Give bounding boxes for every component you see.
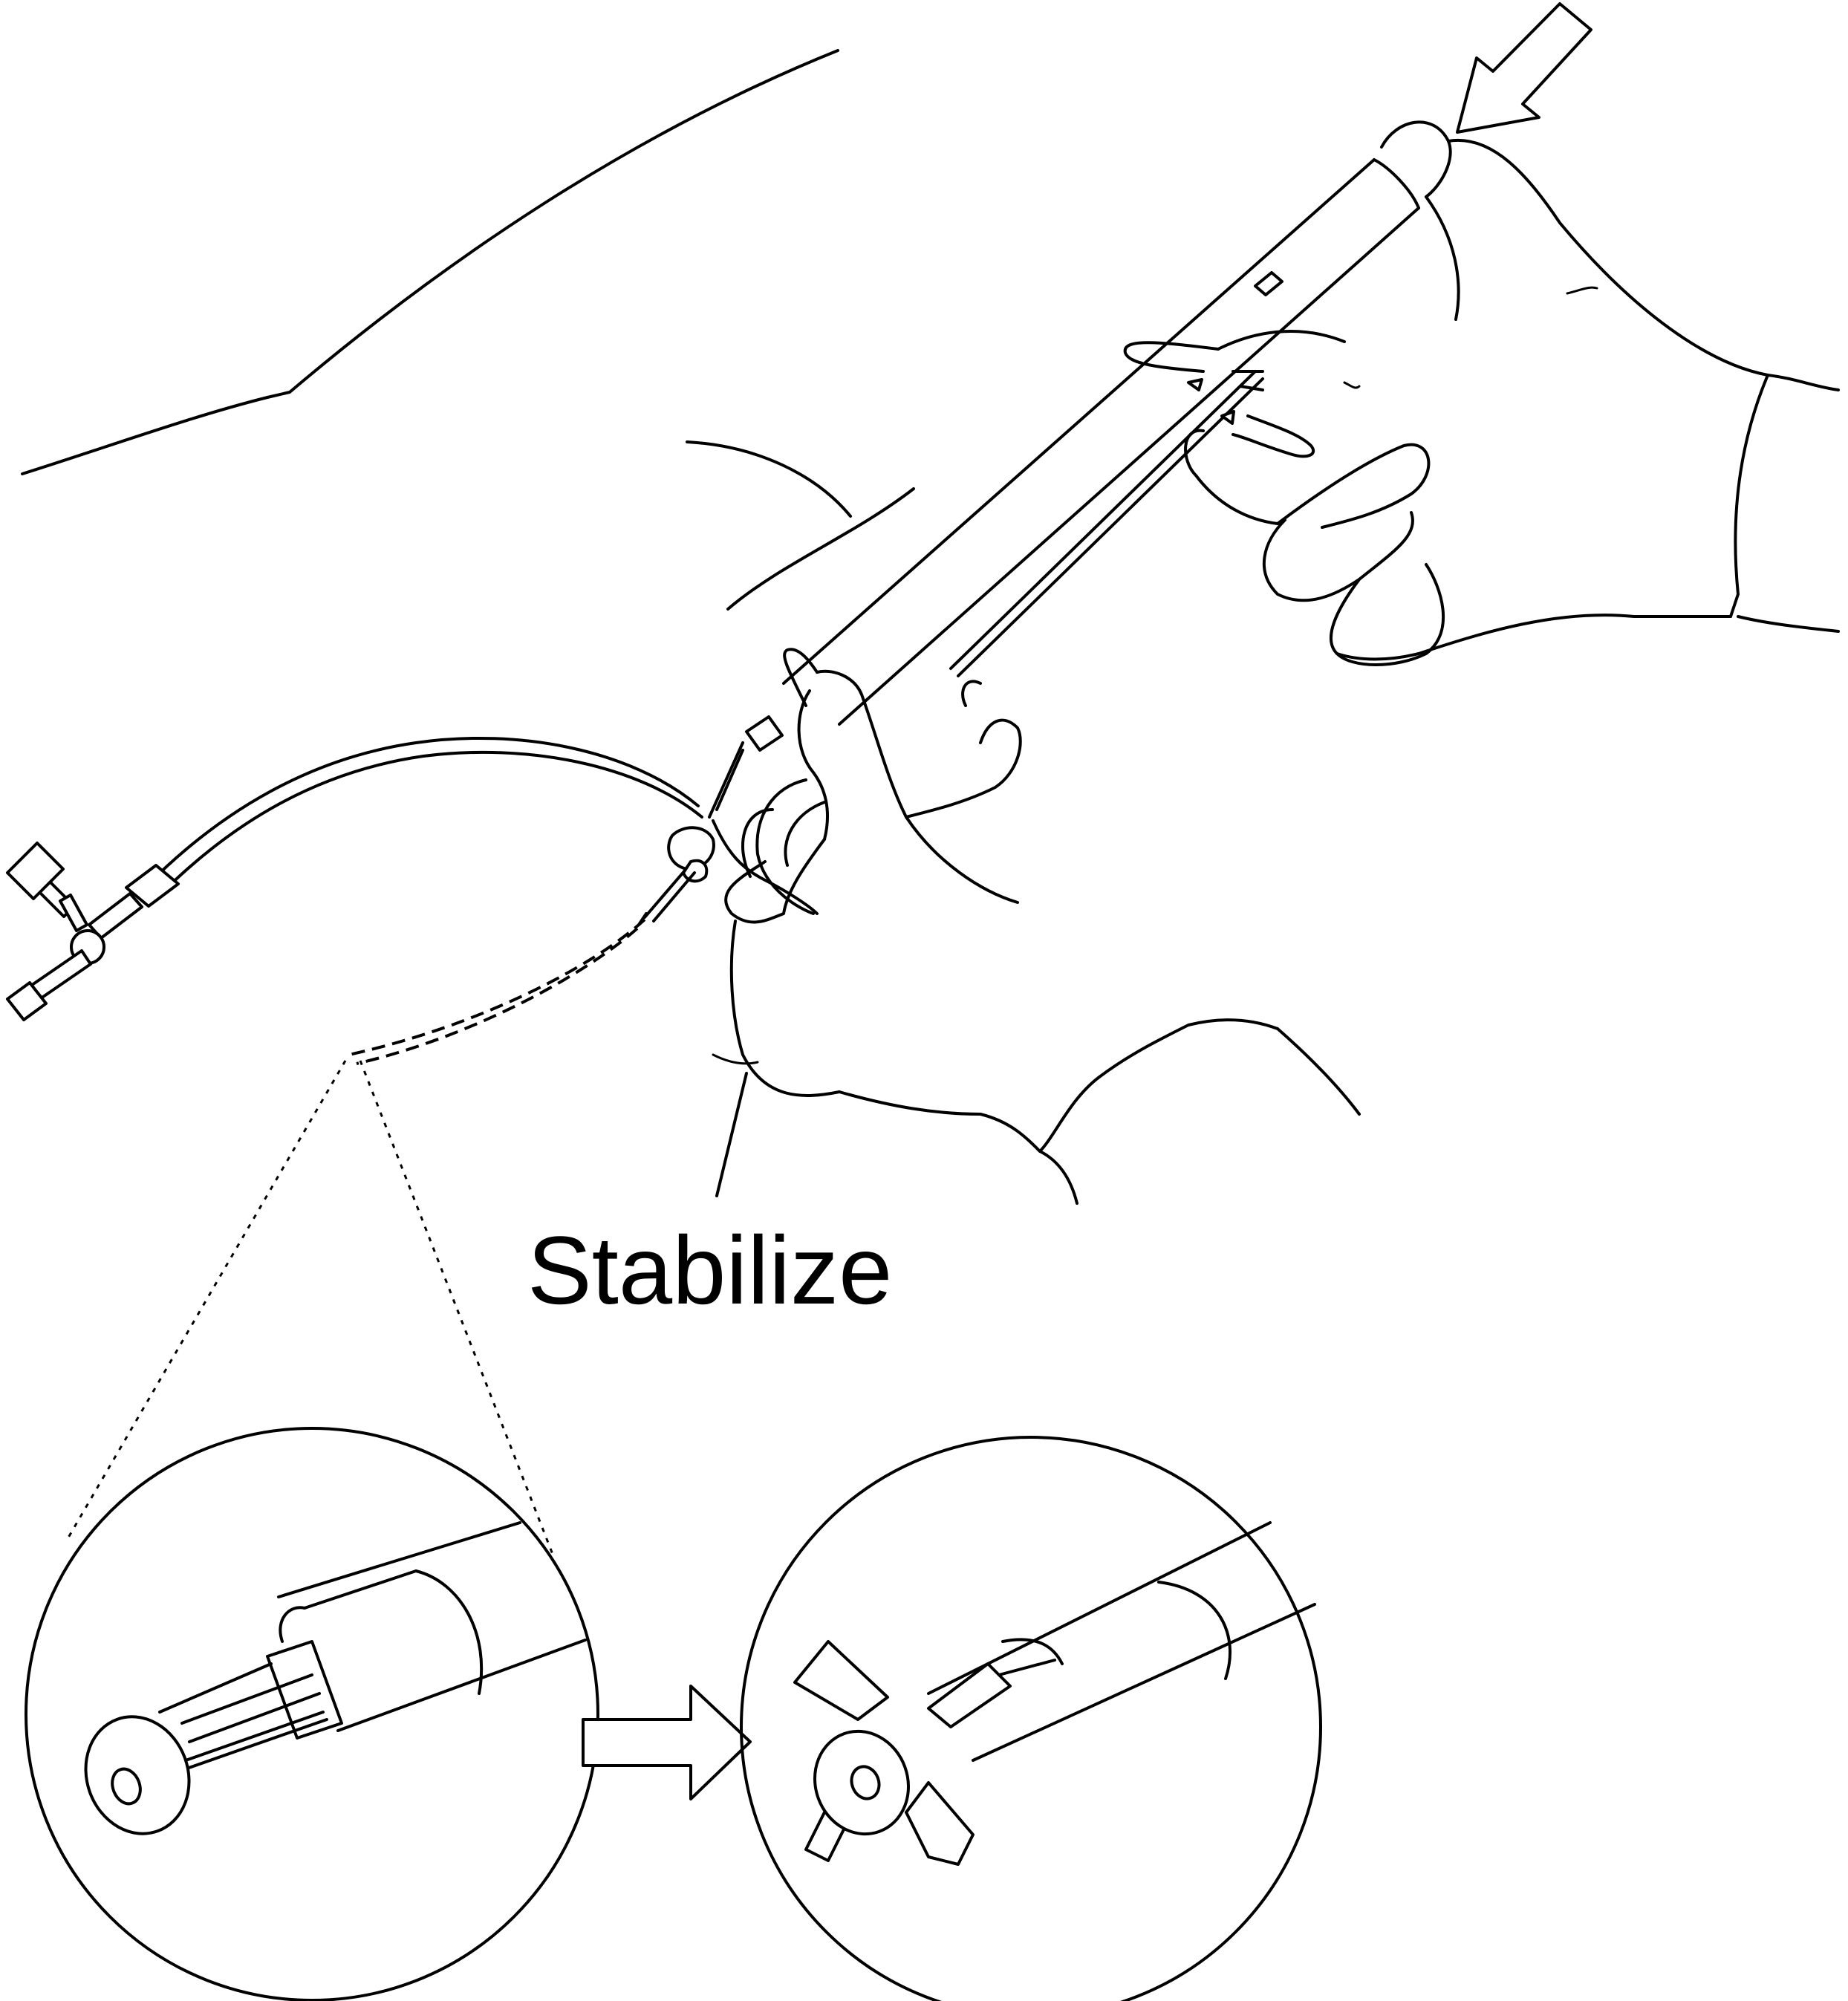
device-hub bbox=[667, 715, 819, 915]
callout-lines bbox=[67, 1060, 555, 1557]
push-arrow-icon bbox=[1456, 2, 1592, 134]
device-grip-ring bbox=[755, 778, 826, 915]
detail-circle-closed bbox=[25, 1427, 599, 2001]
tubing-line bbox=[147, 736, 703, 897]
indicator-triangle bbox=[1187, 378, 1203, 391]
right-hand bbox=[1123, 120, 1840, 666]
left-hand bbox=[712, 648, 1361, 1205]
transition-arrow-icon bbox=[582, 1685, 752, 1800]
stabilize-label: Stabilize bbox=[527, 1216, 892, 1324]
device-barrel bbox=[782, 158, 1420, 726]
stopcock bbox=[6, 842, 180, 1021]
barrel-slot bbox=[1254, 271, 1283, 296]
needle bbox=[348, 869, 696, 1065]
patient-body-outline bbox=[21, 49, 915, 611]
detail-circle-deployed bbox=[740, 1436, 1322, 2001]
